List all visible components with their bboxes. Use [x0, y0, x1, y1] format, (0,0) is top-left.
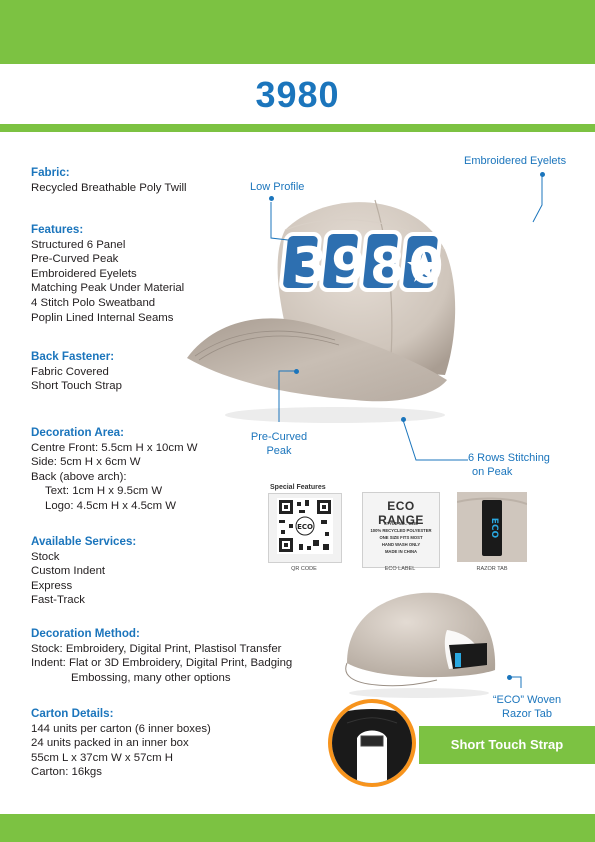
decoration-area-heading: Decoration Area:	[31, 426, 124, 439]
decoration-area-line: Logo: 4.5cm H x 4.5cm W	[45, 499, 177, 512]
callout-dot	[507, 674, 512, 680]
eco-label-image: ECO RANGE STYLE NO.: 3980 100% RECYCLED …	[362, 492, 440, 568]
callout-dot	[400, 417, 406, 422]
eco-label-text-line: MADE IN CHINA	[384, 549, 418, 554]
back-fastener-line: Short Touch Strap	[31, 380, 122, 393]
qr-code-caption: QR CODE	[291, 566, 317, 572]
qr-eco-badge-text: ECO	[297, 523, 313, 531]
features-line: 4 Stitch Polo Sweatband	[31, 296, 156, 309]
callout-dot	[539, 172, 545, 177]
carton-details-heading: Carton Details:	[31, 707, 114, 720]
fabric-line: Recycled Breathable Poly Twill	[31, 181, 187, 194]
fabric-section: Fabric: Recycled Breathable Poly Twill	[31, 166, 187, 195]
qr-code-image: ECO	[268, 493, 342, 563]
eco-label-caption: ECO LABEL	[384, 566, 416, 572]
features-heading: Features:	[31, 223, 84, 236]
available-services-heading: Available Services:	[31, 535, 137, 548]
eco-label-text-line: ONE SIZE FITS MOST	[379, 535, 423, 540]
product-title: 3980	[255, 74, 340, 115]
decoration-method-line: Stock: Embroidery, Digital Print, Plasti…	[31, 642, 282, 655]
title-green-rule	[0, 124, 595, 132]
available-services-line: Express	[31, 579, 73, 592]
callout-eco-woven-tab: “ECO” Woven Razor Tab	[492, 694, 562, 720]
callout-low-profile: Low Profile	[250, 181, 305, 193]
carton-details-line: Carton: 16kgs	[31, 766, 102, 779]
decoration-area-line: Back (above arch):	[31, 470, 127, 483]
decoration-method-line: Indent: Flat or 3D Embroidery, Digital P…	[31, 657, 293, 670]
available-services-section: Available Services: Stock Custom Indent …	[31, 535, 136, 608]
fabric-heading: Fabric:	[31, 166, 70, 179]
back-fastener-heading: Back Fastener:	[31, 350, 115, 363]
bottom-green-band	[0, 814, 595, 842]
callout-dot	[294, 368, 299, 374]
top-green-band	[0, 0, 595, 64]
eco-label-text-line: HAND WASH ONLY	[381, 542, 421, 547]
decoration-method-line: Embossing, many other options	[71, 671, 231, 684]
carton-details-section: Carton Details: 144 units per carton (6 …	[31, 707, 211, 780]
decoration-area-section: Decoration Area: Centre Front: 5.5cm H x…	[31, 426, 197, 514]
cap-back-image	[345, 592, 496, 698]
features-section: Features: Structured 6 Panel Pre-Curved …	[31, 223, 184, 325]
eco-label-text-line: STYLE NO.: 3980	[384, 521, 418, 526]
available-services-line: Fast-Track	[31, 594, 85, 607]
features-line: Embroidered Eyelets	[31, 267, 137, 280]
features-line: Matching Peak Under Material	[31, 282, 185, 295]
short-touch-strap-label: Short Touch Strap	[450, 737, 564, 752]
back-fastener-line: Fabric Covered	[31, 365, 109, 378]
razor-tab-caption: RAZOR TAB	[476, 566, 508, 572]
available-services-line: Custom Indent	[31, 565, 106, 578]
decoration-area-line: Centre Front: 5.5cm H x 10cm W	[31, 441, 198, 454]
strap-detail-image	[328, 699, 416, 787]
special-features-title: Special Features	[270, 484, 326, 491]
decoration-method-section: Decoration Method: Stock: Embroidery, Di…	[31, 627, 292, 685]
eco-label-text-line: 100% RECYCLED POLYESTER	[370, 528, 432, 533]
short-touch-strap-banner: Short Touch Strap	[419, 726, 595, 764]
callout-six-rows-stitching: 6 Rows Stitching on Peak	[468, 452, 550, 478]
available-services-line: Stock	[31, 550, 60, 563]
decoration-method-heading: Decoration Method:	[31, 627, 140, 640]
features-line: Structured 6 Panel	[31, 238, 126, 251]
eco-label-logo: ECO RANGE	[378, 499, 424, 527]
razor-tab-image: ECO	[457, 492, 527, 562]
razor-tab-text: ECO	[489, 518, 499, 539]
cap-front-image: 3980	[187, 199, 456, 423]
back-fastener-section: Back Fastener: Fabric Covered Short Touc…	[31, 350, 122, 394]
decoration-area-line: Text: 1cm H x 9.5cm W	[45, 485, 163, 498]
callout-pre-curved-peak: Pre-Curved Peak	[250, 431, 308, 457]
carton-details-line: 144 units per carton (6 inner boxes)	[31, 722, 211, 735]
carton-details-line: 55cm L x 37cm W x 57cm H	[31, 751, 173, 764]
callout-embroidered-eyelets: Embroidered Eyelets	[464, 155, 567, 167]
decoration-area-line: Side: 5cm H x 6cm W	[31, 456, 141, 469]
callout-dot	[268, 196, 274, 201]
features-line: Poplin Lined Internal Seams	[31, 311, 174, 324]
features-line: Pre-Curved Peak	[31, 253, 119, 266]
carton-details-line: 24 units packed in an inner box	[31, 737, 189, 750]
